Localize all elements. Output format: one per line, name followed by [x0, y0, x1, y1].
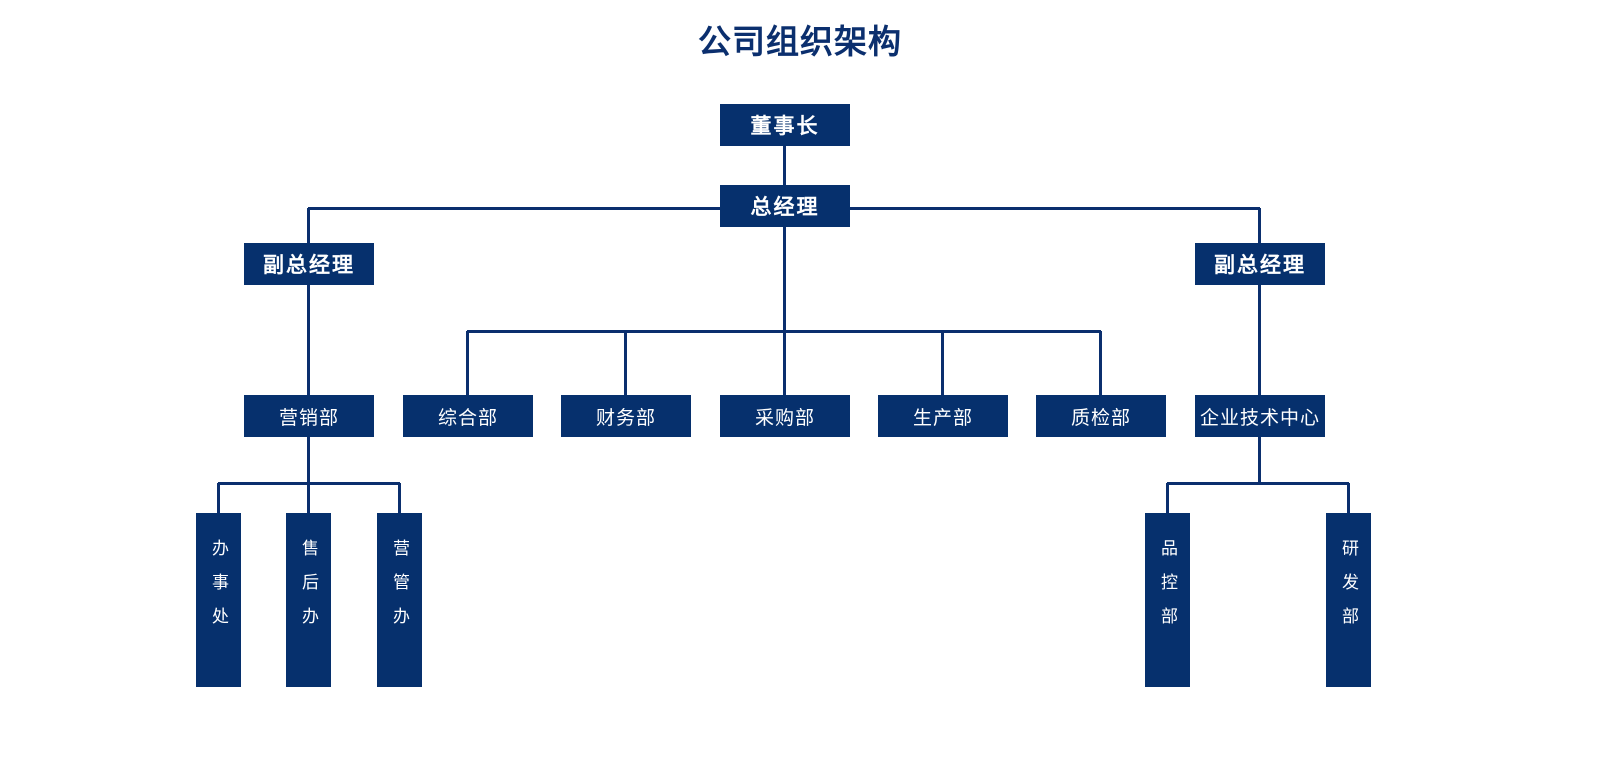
- node-deputy-gm-left[interactable]: 副总经理: [244, 243, 374, 285]
- node-quality-inspection-dept[interactable]: 质检部: [1036, 395, 1166, 437]
- node-aftersales-office[interactable]: 售后办: [286, 513, 331, 687]
- node-production-dept-label: 生产部: [912, 407, 973, 429]
- page-title: 公司组织架构: [698, 23, 902, 60]
- node-tech-center-label: 企业技术中心: [1199, 407, 1320, 429]
- node-aftersales-office-label: 售后办: [299, 539, 318, 641]
- node-office-label: 办事处: [209, 539, 228, 641]
- node-finance-dept-label: 财务部: [595, 407, 656, 429]
- node-marketing-dept-label: 营销部: [278, 407, 339, 429]
- node-marketing-dept[interactable]: 营销部: [244, 395, 374, 437]
- node-general-affairs-dept-label: 综合部: [437, 407, 498, 429]
- node-sales-admin-office[interactable]: 营管办: [377, 513, 422, 687]
- node-purchase-dept[interactable]: 采购部: [720, 395, 850, 437]
- node-tech-center[interactable]: 企业技术中心: [1195, 395, 1325, 437]
- node-purchase-dept-label: 采购部: [754, 407, 815, 429]
- node-office[interactable]: 办事处: [196, 513, 241, 687]
- node-general-manager[interactable]: 总经理: [720, 185, 850, 227]
- node-quality-inspection-dept-label: 质检部: [1070, 407, 1131, 429]
- node-rnd-dept-label: 研发部: [1339, 539, 1358, 641]
- node-general-manager-label: 总经理: [750, 196, 820, 219]
- node-finance-dept[interactable]: 财务部: [561, 395, 691, 437]
- node-production-dept[interactable]: 生产部: [878, 395, 1008, 437]
- node-chairman-label: 董事长: [750, 115, 820, 138]
- node-sales-admin-office-label: 营管办: [390, 539, 409, 641]
- node-rnd-dept[interactable]: 研发部: [1326, 513, 1371, 687]
- node-general-affairs-dept[interactable]: 综合部: [403, 395, 533, 437]
- node-deputy-gm-right-label: 副总经理: [1214, 254, 1306, 277]
- node-deputy-gm-right[interactable]: 副总经理: [1195, 243, 1325, 285]
- node-quality-control-dept[interactable]: 品控部: [1145, 513, 1190, 687]
- node-chairman[interactable]: 董事长: [720, 104, 850, 146]
- node-quality-control-dept-label: 品控部: [1158, 539, 1177, 641]
- node-deputy-gm-left-label: 副总经理: [263, 254, 355, 277]
